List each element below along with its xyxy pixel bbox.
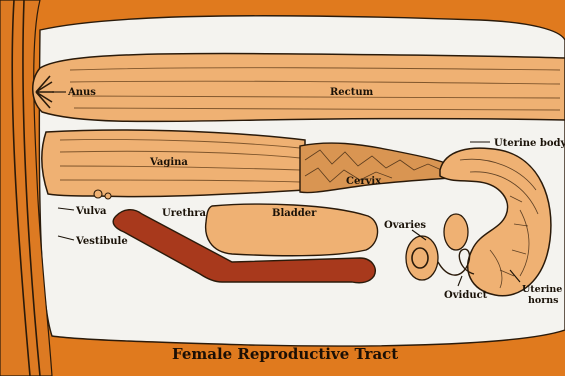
- label-urethra: Urethra: [162, 208, 207, 219]
- ovary-left: [406, 236, 438, 280]
- label-ovaries: Ovaries: [384, 220, 426, 231]
- label-oviduct: Oviduct: [444, 290, 488, 301]
- label-uterine-body: Uterine body: [494, 138, 565, 149]
- rectum: [33, 54, 565, 122]
- vulva-bulb: [105, 193, 111, 199]
- label-vestibule: Vestibule: [75, 236, 128, 247]
- label-rectum: Rectum: [330, 87, 374, 98]
- ovary-right: [444, 214, 468, 250]
- label-vulva: Vulva: [75, 206, 107, 217]
- vulva-bulb: [94, 190, 102, 198]
- diagram-title: Female Reproductive Tract: [172, 345, 398, 363]
- label-cervix: Cervix: [346, 176, 382, 187]
- label-uterine-horns-line2: horns: [528, 295, 559, 306]
- label-bladder: Bladder: [272, 208, 317, 219]
- label-anus: Anus: [67, 87, 96, 98]
- label-vagina: Vagina: [149, 157, 188, 168]
- label-uterine-horns-line1: Uterine: [522, 284, 562, 295]
